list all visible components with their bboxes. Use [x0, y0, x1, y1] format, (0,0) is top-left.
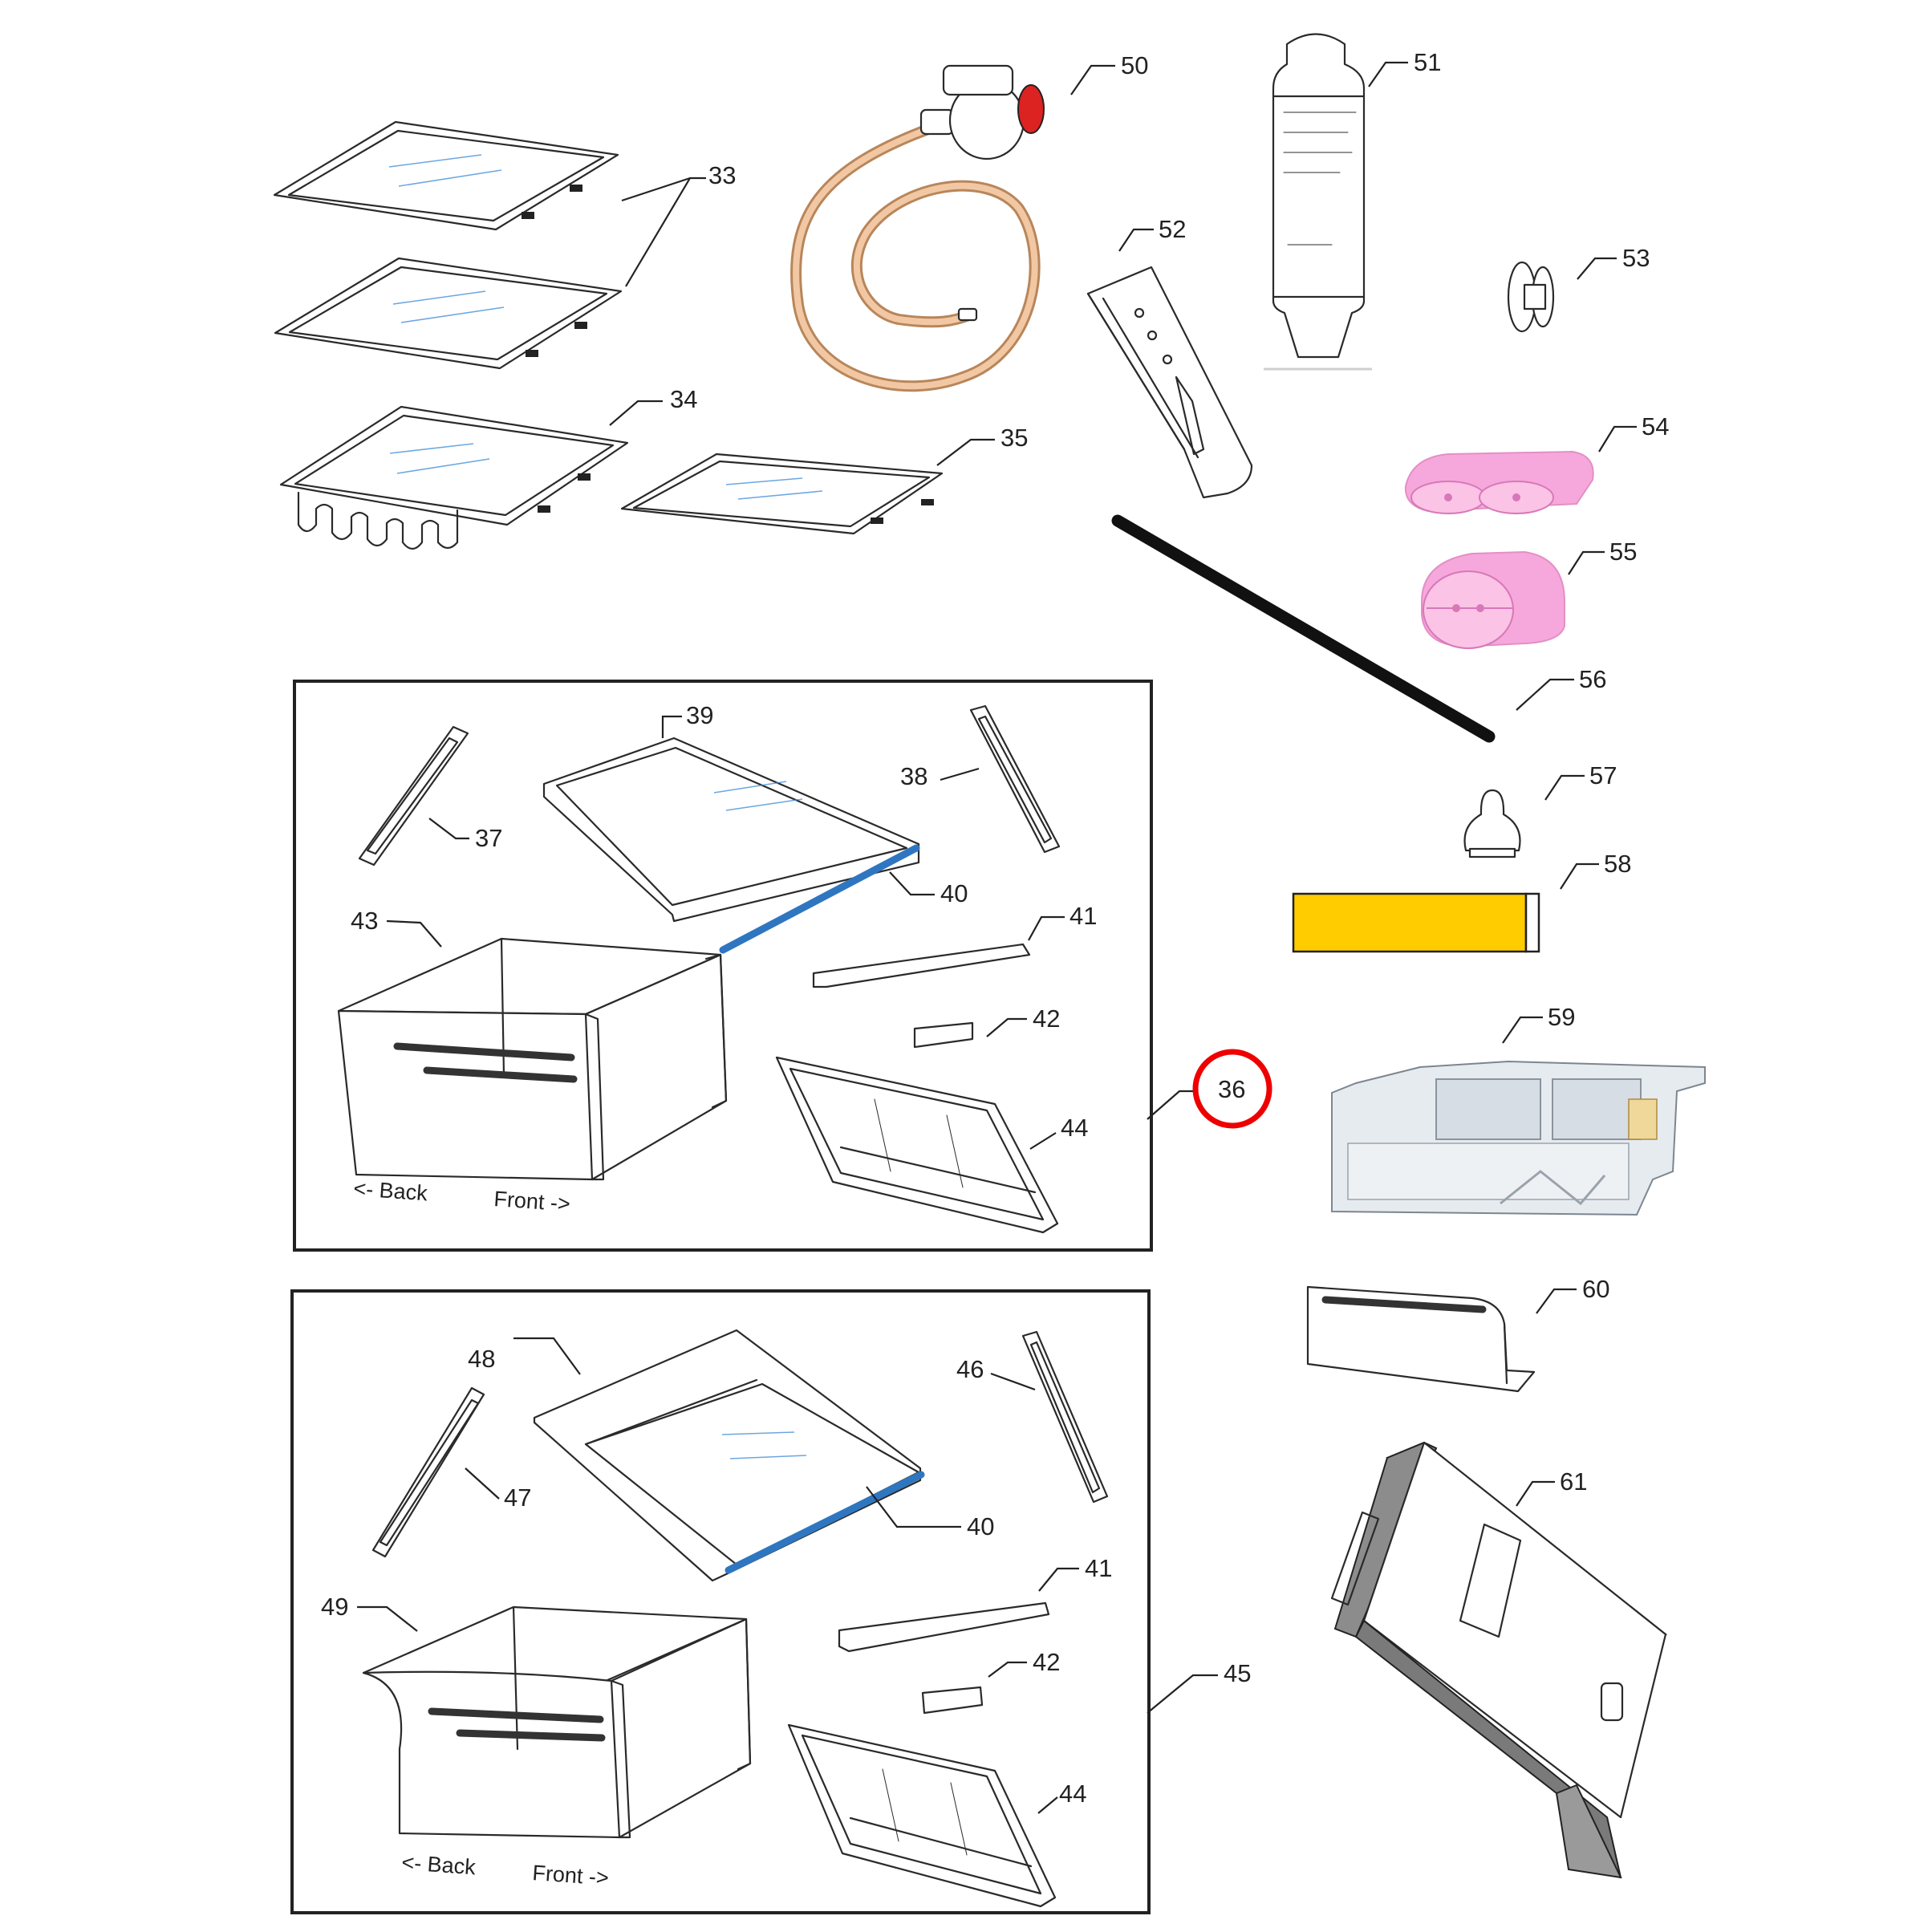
callout-49: 49 — [321, 1593, 348, 1621]
water-filter-icon — [1264, 33, 1372, 371]
callout-44-upper: 44 — [1061, 1114, 1088, 1142]
drawer-rail-icon — [1021, 1330, 1109, 1504]
callout-34: 34 — [670, 385, 697, 413]
drawer-rail-icon — [969, 704, 1061, 854]
callout-38: 38 — [900, 762, 927, 790]
upper-crisper-kit-frame — [293, 680, 1153, 1252]
foam-insulation-icon — [1421, 550, 1565, 649]
callout-50: 50 — [1121, 51, 1148, 79]
lower-crisper-kit-frame — [290, 1289, 1151, 1914]
callout-41-upper: 41 — [1070, 902, 1097, 930]
callout-60: 60 — [1582, 1275, 1609, 1303]
callout-41-lower: 41 — [1085, 1554, 1112, 1582]
glass-shelf-icon — [274, 257, 623, 370]
spacer-knob-icon — [1507, 261, 1555, 333]
callout-61: 61 — [1560, 1467, 1587, 1496]
foam-insulation-icon — [1404, 450, 1594, 514]
callout-35: 35 — [1000, 424, 1028, 452]
ice-maker-icon — [1331, 1060, 1706, 1216]
callout-44-lower: 44 — [1059, 1780, 1086, 1808]
callout-48: 48 — [468, 1345, 495, 1373]
callout-54: 54 — [1642, 412, 1669, 440]
callout-58: 58 — [1604, 850, 1631, 878]
trim-strip-icon — [812, 943, 1031, 988]
drawer-rail-icon — [371, 1386, 485, 1558]
callout-42-upper: 42 — [1033, 1005, 1060, 1033]
callout-36: 36 — [1218, 1075, 1245, 1103]
callout-53: 53 — [1622, 244, 1650, 272]
clip-icon — [913, 1021, 974, 1049]
callout-46: 46 — [956, 1355, 984, 1383]
callout-51: 51 — [1414, 48, 1441, 76]
glass-shelf-icon — [279, 405, 629, 550]
callout-55: 55 — [1609, 538, 1637, 566]
foam-tape-icon — [1292, 892, 1540, 953]
drain-cap-icon — [1463, 789, 1521, 858]
callout-56: 56 — [1579, 665, 1606, 693]
glass-shelf-icon — [620, 453, 944, 535]
tray-cover-icon — [1306, 1285, 1536, 1393]
callout-45: 45 — [1224, 1659, 1251, 1687]
callout-43: 43 — [351, 907, 378, 935]
drawer-rail-icon — [358, 725, 469, 867]
callout-33: 33 — [708, 161, 736, 189]
crisper-cover-icon — [542, 737, 920, 954]
lower-back-caption: <- Back — [401, 1850, 477, 1879]
callout-52: 52 — [1159, 215, 1186, 243]
clip-icon — [921, 1686, 984, 1715]
highlight-circle — [1192, 1049, 1272, 1129]
callout-40-lower: 40 — [967, 1512, 994, 1540]
callout-47: 47 — [504, 1484, 531, 1512]
callout-37: 37 — [475, 824, 502, 852]
drain-rod-icon — [1111, 514, 1496, 743]
crisper-lid-icon — [775, 1056, 1059, 1234]
upper-back-caption: <- Back — [353, 1176, 429, 1205]
lower-front-caption: Front -> — [532, 1861, 610, 1890]
callout-40-upper: 40 — [940, 879, 968, 907]
callout-57: 57 — [1589, 761, 1617, 789]
callout-59: 59 — [1548, 1003, 1575, 1031]
callout-42-lower: 42 — [1033, 1648, 1060, 1676]
upper-front-caption: Front -> — [493, 1187, 571, 1216]
crisper-drawer-icon — [337, 937, 728, 1181]
water-valve-icon — [790, 64, 1045, 392]
crisper-drawer-icon — [362, 1605, 752, 1839]
glass-shelf-icon — [273, 120, 619, 231]
filter-bracket-icon — [1086, 266, 1253, 499]
crisper-cover-icon — [533, 1329, 925, 1582]
callout-39: 39 — [686, 701, 713, 729]
crisper-lid-icon — [787, 1723, 1057, 1908]
trim-strip-icon — [838, 1601, 1050, 1653]
ice-bin-icon — [1330, 1441, 1668, 1879]
